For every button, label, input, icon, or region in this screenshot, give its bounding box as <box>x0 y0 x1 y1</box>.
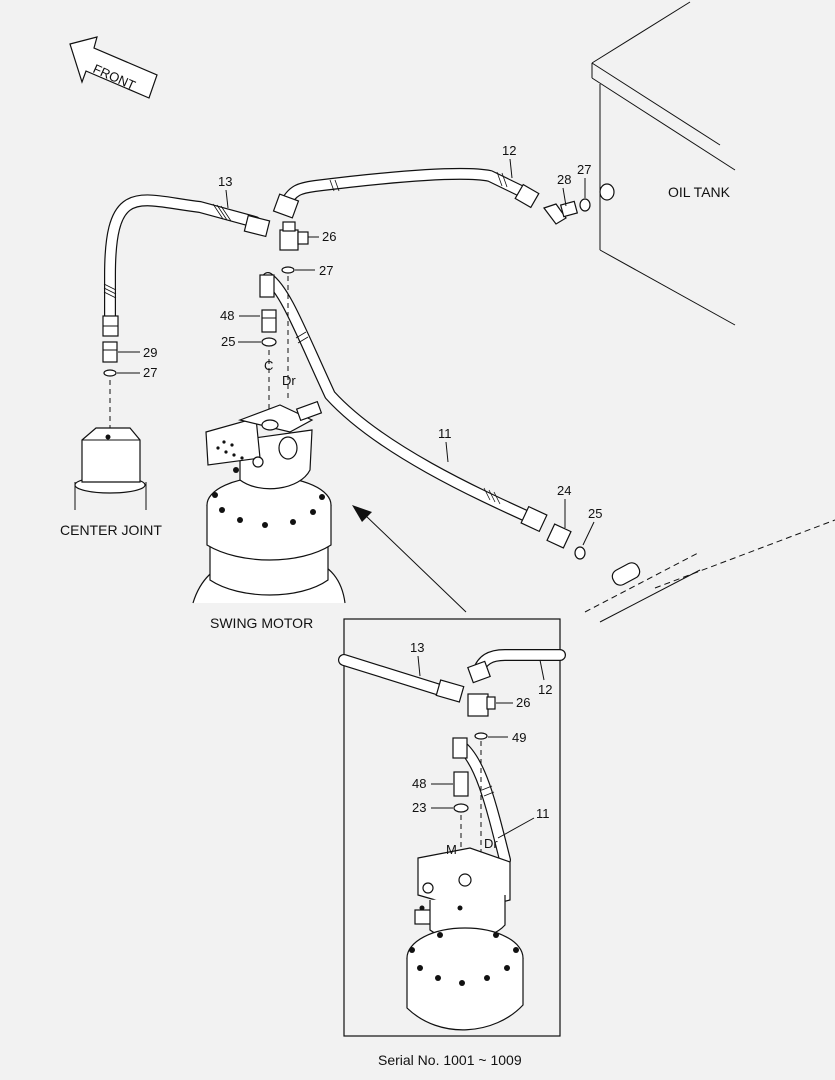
o-ring-27b <box>281 266 295 274</box>
center-joint-label: CENTER JOINT <box>60 522 162 538</box>
callout-27c: 27 <box>143 365 157 380</box>
port-dr-label: Dr <box>282 373 296 388</box>
inset-callout-11: 11 <box>536 806 550 821</box>
callout-25a: 25 <box>221 334 235 349</box>
oil-tank-label: OIL TANK <box>668 184 731 200</box>
callout-29: 29 <box>143 345 157 360</box>
callout-28: 28 <box>557 172 571 187</box>
adapter-24 <box>546 523 572 549</box>
callout-25b: 25 <box>588 506 602 521</box>
o-ring-27a <box>579 198 591 212</box>
hose-11 <box>259 272 548 533</box>
hose-12 <box>272 167 540 219</box>
inset-callout-48: 48 <box>412 776 426 791</box>
centre-lines <box>109 276 289 430</box>
callout-11: 11 <box>438 426 452 441</box>
inset-port-m-label: M <box>446 842 457 857</box>
center-joint: CENTER JOINT <box>60 427 162 538</box>
o-ring-25a <box>261 337 277 347</box>
inset-callout-12: 12 <box>538 682 552 697</box>
serial-number-label: Serial No. 1001 ~ 1009 <box>378 1052 522 1068</box>
callout-13: 13 <box>218 174 232 189</box>
inset-port-dr-label: Dr <box>484 836 498 851</box>
hose-13 <box>102 194 271 337</box>
swing-motor: C Dr SWING MOTOR <box>192 358 346 631</box>
port-c-label: C <box>264 358 273 373</box>
fitting-28 <box>543 200 579 225</box>
callout-24: 24 <box>557 483 571 498</box>
tee-26 <box>279 221 309 251</box>
callout-12: 12 <box>502 143 516 158</box>
callout-48: 48 <box>220 308 234 323</box>
inset-callout-13: 13 <box>410 640 424 655</box>
front-arrow: FRONT <box>69 36 158 99</box>
frame-lines <box>584 519 835 623</box>
callout-27b: 27 <box>319 263 333 278</box>
o-ring-25b <box>574 546 586 560</box>
adapter-29 <box>102 341 118 363</box>
o-ring-27c <box>103 369 117 377</box>
inset-callout-26: 26 <box>516 695 530 710</box>
swing-motor-label: SWING MOTOR <box>210 615 313 631</box>
detail-arrow <box>352 505 467 613</box>
inset-detail: M Dr 13 12 26 49 48 23 11 <box>338 618 566 1037</box>
callout-27a: 27 <box>577 162 591 177</box>
main-callouts: 13 12 28 27 26 27 48 25 29 27 11 24 25 <box>117 143 602 546</box>
callout-26: 26 <box>322 229 336 244</box>
adapter-48 <box>261 309 277 333</box>
oil-tank: OIL TANK <box>591 1 736 326</box>
inset-callout-23: 23 <box>412 800 426 815</box>
inset-callout-49: 49 <box>512 730 526 745</box>
